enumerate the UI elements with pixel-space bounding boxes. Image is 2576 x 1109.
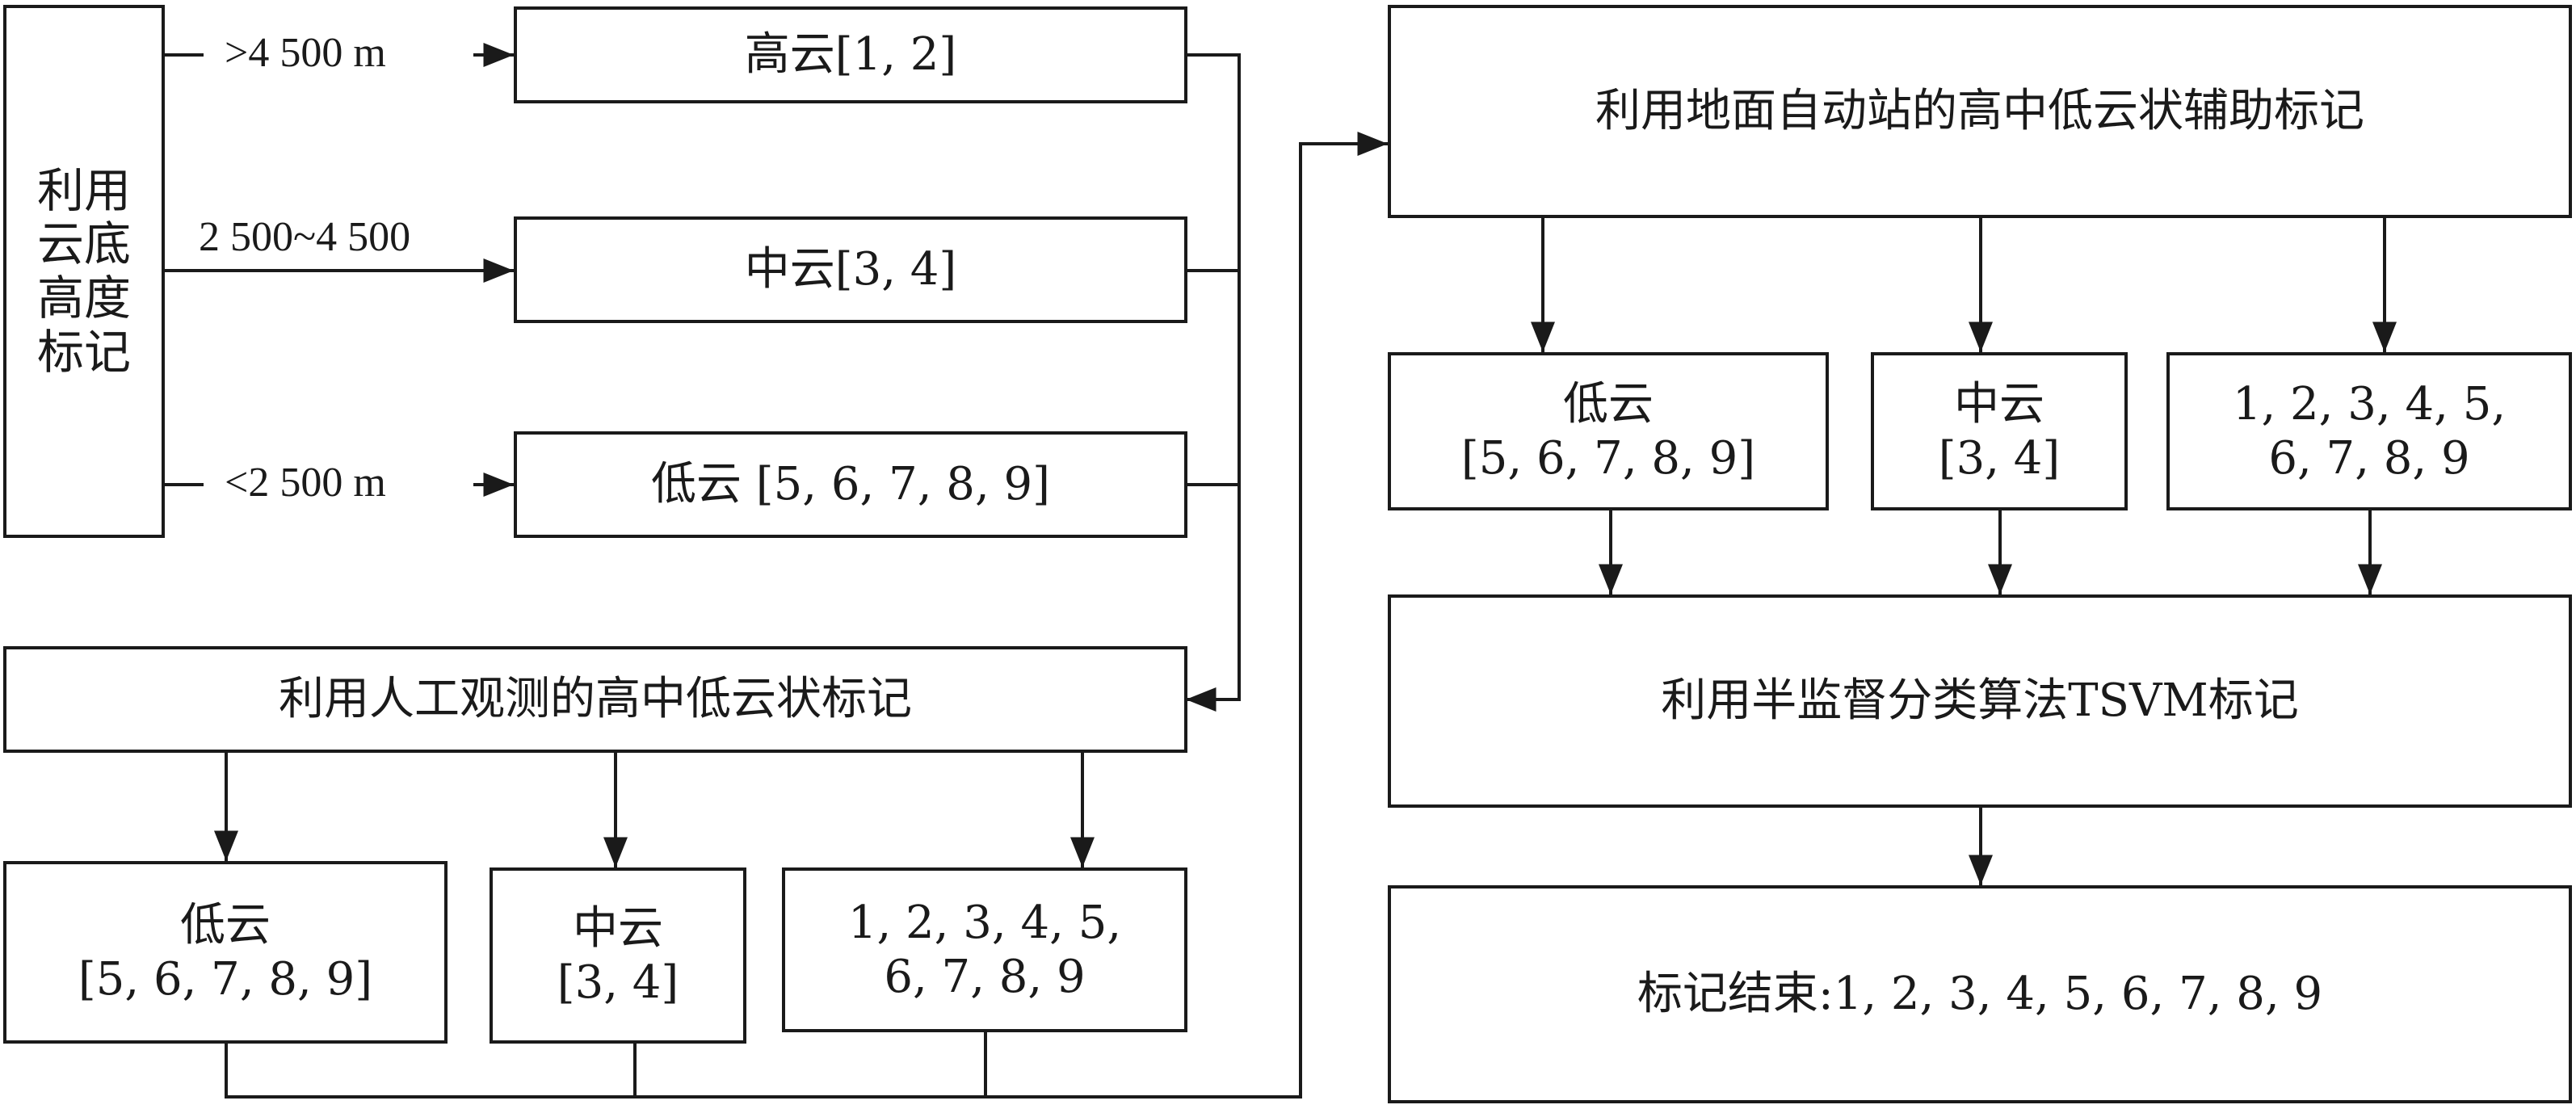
cloud-base-line-4: 标记 xyxy=(36,324,131,380)
auto-mid-line-1: 中云 xyxy=(1954,377,2044,431)
auto-mid-line-2: [3, 4] xyxy=(1938,432,2061,485)
cloud-base-line-1: 利用 xyxy=(36,162,131,218)
auto-mid-cloud-box: 中云 [3, 4] xyxy=(1871,352,2128,510)
auto-other-line-2: 6, 7, 8, 9 xyxy=(2268,432,2470,485)
cloud-base-line-2: 云底 xyxy=(36,216,131,272)
manual-low-line-2: [5, 6, 7, 8, 9] xyxy=(78,953,373,1006)
low-cloud-box: 低云 [5, 6, 7, 8, 9] xyxy=(514,431,1187,538)
manual-observation-box: 利用人工观测的高中低云状标记 xyxy=(3,646,1187,753)
manual-low-line-1: 低云 xyxy=(180,898,271,951)
auto-other-clouds-box: 1, 2, 3, 4, 5, 6, 7, 8, 9 xyxy=(2166,352,2572,510)
auto-station-box: 利用地面自动站的高中低云状辅助标记 xyxy=(1388,5,2572,218)
manual-other-clouds-box: 1, 2, 3, 4, 5, 6, 7, 8, 9 xyxy=(782,867,1187,1032)
auto-low-cloud-box: 低云 [5, 6, 7, 8, 9] xyxy=(1388,352,1829,510)
manual-other-line-2: 6, 7, 8, 9 xyxy=(884,951,1086,1003)
high-cloud-box: 高云[1, 2] xyxy=(514,6,1187,103)
auto-low-line-2: [5, 6, 7, 8, 9] xyxy=(1460,432,1756,485)
arrow-to-auto-station-box xyxy=(225,132,1388,1098)
cloud-base-height-box: 利用 云底 高度 标记 xyxy=(3,5,165,538)
mid-cloud-label: 中云[3, 4] xyxy=(744,243,957,296)
high-cloud-label: 高云[1, 2] xyxy=(744,28,957,82)
threshold-mid-label: 2 500~4 500 xyxy=(199,214,411,260)
tsvm-labeling-box: 利用半监督分类算法TSVM标记 xyxy=(1388,594,2572,808)
manual-mid-line-2: [3, 4] xyxy=(557,956,679,1009)
threshold-high-label: >4 500 m xyxy=(225,30,386,76)
labeling-result-box: 标记结束:1, 2, 3, 4, 5, 6, 7, 8, 9 xyxy=(1388,885,2572,1103)
manual-mid-line-1: 中云 xyxy=(573,901,663,955)
manual-low-cloud-box: 低云 [5, 6, 7, 8, 9] xyxy=(3,861,448,1044)
tsvm-title: 利用半监督分类算法TSVM标记 xyxy=(1661,674,2299,728)
manual-other-line-1: 1, 2, 3, 4, 5, xyxy=(847,896,1122,949)
auto-station-title: 利用地面自动站的高中低云状辅助标记 xyxy=(1595,85,2364,138)
auto-other-line-1: 1, 2, 3, 4, 5, xyxy=(2232,377,2507,431)
low-cloud-label: 低云 [5, 6, 7, 8, 9] xyxy=(650,458,1051,511)
manual-mid-cloud-box: 中云 [3, 4] xyxy=(490,867,746,1044)
result-title: 标记结束:1, 2, 3, 4, 5, 6, 7, 8, 9 xyxy=(1637,968,2323,1021)
threshold-low-label: <2 500 m xyxy=(225,460,386,506)
manual-observation-title: 利用人工观测的高中低云状标记 xyxy=(279,673,912,726)
auto-low-line-1: 低云 xyxy=(1563,377,1654,431)
cloud-base-line-3: 高度 xyxy=(36,271,131,326)
mid-cloud-box: 中云[3, 4] xyxy=(514,216,1187,323)
